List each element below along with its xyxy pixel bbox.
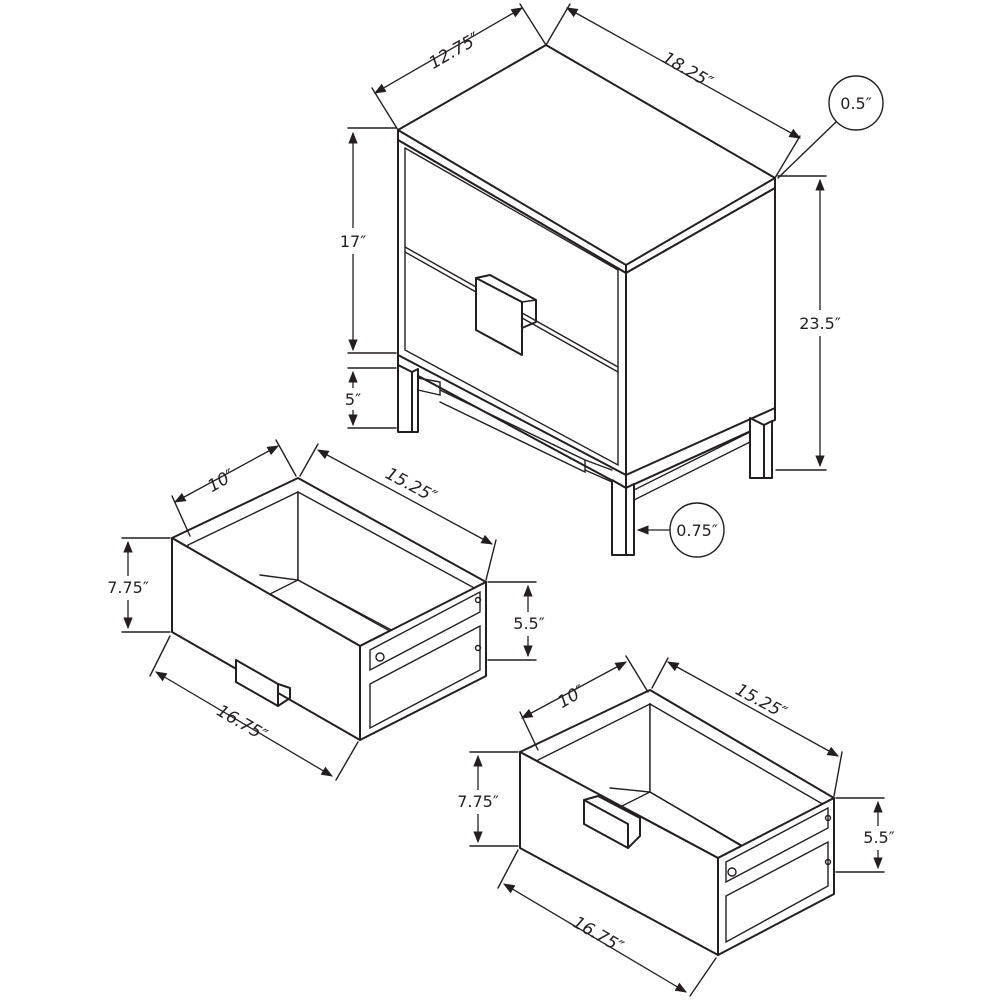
label-leg-height: 5″ <box>345 390 361 409</box>
label-drawer-left-front-height: 7.75″ <box>107 578 149 597</box>
label-drawer-right-length: 15.25″ <box>732 680 791 724</box>
label-leg-width: 0.75″ <box>676 521 718 540</box>
label-cabinet-depth: 12.75″ <box>426 29 484 74</box>
drawer-right <box>519 689 835 956</box>
cabinet-drawer-handle <box>475 274 537 356</box>
drawer-right-handle <box>583 795 641 849</box>
label-drawer-right-depth: 10″ <box>554 681 589 713</box>
label-cabinet-width: 18.25″ <box>658 48 716 93</box>
label-overall-height: 23.5″ <box>799 314 841 333</box>
label-drawer-left-box-height: 5.5″ <box>513 614 544 633</box>
nightstand-cabinet <box>397 44 776 556</box>
label-drawer-left-length: 15.25″ <box>382 464 441 508</box>
drawer-left-dimensions: 10″ 15.25″ 7.75″ 5.5″ 16.75″ <box>104 439 550 781</box>
label-drawer-right-front-width: 16.75″ <box>569 913 627 958</box>
callout-top-thickness <box>828 75 884 131</box>
label-drawer-right-front-height: 7.75″ <box>457 792 499 811</box>
label-top-thickness: 0.5″ <box>840 94 871 113</box>
label-drawer-area-height: 17″ <box>340 232 366 251</box>
drawer-left <box>171 477 487 741</box>
cabinet-legs <box>397 364 773 556</box>
label-drawer-right-box-height: 5.5″ <box>863 828 894 847</box>
label-drawer-left-front-width: 16.75″ <box>213 701 271 746</box>
